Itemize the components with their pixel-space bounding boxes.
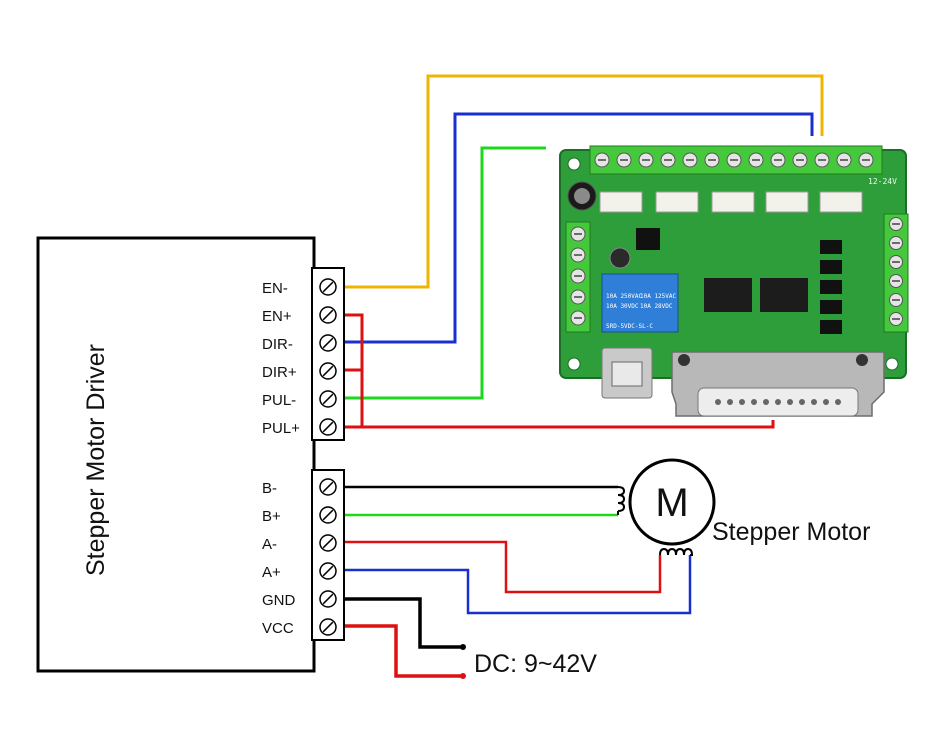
- right-terminal-screws: [889, 217, 903, 326]
- power-terminal-label: A+: [262, 564, 281, 581]
- relay-marking: SRD-5VDC-SL-C: [606, 323, 653, 330]
- opto-4: [820, 300, 842, 314]
- db25-pin: [775, 399, 781, 405]
- db25-pin: [811, 399, 817, 405]
- relay-marking: 10A 250VAC: [606, 293, 643, 300]
- db25-pins: [715, 399, 841, 405]
- small-capacitor: [609, 247, 631, 269]
- power-terminal-label: B+: [262, 508, 281, 525]
- power-terminal-screw-2-slot: [322, 537, 334, 549]
- power-terminal-label: VCC: [262, 620, 294, 637]
- stepper-driver: Stepper Motor Driver EN- EN+ DIR- DIR+ PUL- P…: [36, 236, 345, 673]
- power-terminal-label: A-: [262, 536, 277, 553]
- power-terminal-label: GND: [262, 592, 296, 609]
- motor-symbol: M: [655, 481, 688, 525]
- ic-chip-1: [704, 278, 752, 312]
- axis-connector-5: [819, 191, 863, 213]
- gnd-terminal-dot: [460, 644, 466, 650]
- stepper-motor: M Stepper Motor: [628, 458, 870, 546]
- wire-vcc: [345, 624, 463, 678]
- wire-a-plus: [345, 555, 692, 615]
- power-label: DC: 9~42V: [474, 650, 597, 678]
- signal-terminal-screw-4-slot: [322, 393, 334, 405]
- db25-screw-left: [678, 354, 690, 366]
- optocouplers: [820, 240, 842, 334]
- wire-en-minus: [345, 74, 824, 289]
- signal-terminal-label: PUL-: [262, 392, 296, 409]
- wire-a-minus: [345, 540, 662, 594]
- wire-gnd: [345, 597, 463, 649]
- signal-terminal-label: EN-: [262, 280, 288, 297]
- opto-3: [820, 280, 842, 294]
- opto-5: [820, 320, 842, 334]
- axis-connector-3: [711, 191, 755, 213]
- db25-pin: [739, 399, 745, 405]
- db25-pin: [799, 399, 805, 405]
- driver-title: Stepper Motor Driver: [82, 344, 110, 576]
- driver-body: [36, 236, 316, 673]
- signal-terminal-label: EN+: [262, 308, 292, 325]
- power-screws: [319, 478, 337, 636]
- usb-port: [611, 361, 643, 387]
- power-terminal-screw-4-slot: [322, 593, 334, 605]
- relay: [601, 273, 679, 333]
- power-labels: B- B+ A- A+ GND VCC: [262, 480, 296, 637]
- db25-pin: [751, 399, 757, 405]
- power-terminal-screw-5-slot: [322, 621, 334, 633]
- signal-terminal-screw-5-slot: [322, 421, 334, 433]
- db25-pin: [787, 399, 793, 405]
- signal-terminal-label: DIR+: [262, 364, 297, 381]
- signal-terminal-screw-0-slot: [322, 281, 334, 293]
- coil-a: [659, 547, 694, 556]
- signal-terminal-screw-3-slot: [322, 365, 334, 377]
- mount-hole-tl: [567, 157, 581, 171]
- signal-screws: [319, 278, 337, 436]
- coil-b: [617, 486, 626, 515]
- top-terminal-screws: [594, 152, 874, 168]
- opto-2: [820, 260, 842, 274]
- db25-pin: [715, 399, 721, 405]
- axis-connectors: [599, 191, 863, 213]
- wire-dir-minus: [345, 112, 814, 344]
- db25-pin: [763, 399, 769, 405]
- signal-terminal-label: DIR-: [262, 336, 293, 353]
- power-terminal-label: B-: [262, 480, 277, 497]
- wire-pul-minus: [345, 146, 546, 400]
- mount-hole-br: [885, 357, 899, 371]
- power-terminal-screw-3-slot: [322, 565, 334, 577]
- db25-pin: [823, 399, 829, 405]
- signal-terminal-screw-2-slot: [322, 337, 334, 349]
- relay-marking: 10A 30VDC: [606, 303, 639, 310]
- mount-hole-bl: [567, 357, 581, 371]
- relay-marking: 10A 125VAC: [640, 293, 677, 300]
- power-terminal-screw-1-slot: [322, 509, 334, 521]
- signal-terminal-label: PUL+: [262, 420, 300, 437]
- power-terminal-block: [311, 469, 345, 641]
- relay-marking: 10A 28VDC: [640, 303, 673, 310]
- signal-terminal-block: [311, 267, 345, 441]
- motor-circle: [628, 458, 716, 546]
- signal-terminal-screw-1-slot: [322, 309, 334, 321]
- voltage-silkscreen: 12-24V: [868, 177, 897, 186]
- power-terminal-screw-0-slot: [322, 481, 334, 493]
- motor-coils: [617, 486, 694, 556]
- axis-connector-2: [655, 191, 699, 213]
- db25-pin: [835, 399, 841, 405]
- left-terminal-screws: [570, 226, 586, 326]
- axis-connector-4: [765, 191, 809, 213]
- axis-connector-1: [599, 191, 643, 213]
- ic-chip-2: [760, 278, 808, 312]
- regulator: [636, 228, 660, 250]
- opto-1: [820, 240, 842, 254]
- capacitor-top: [574, 188, 590, 204]
- signal-labels: EN- EN+ DIR- DIR+ PUL- PUL+: [262, 280, 300, 437]
- wires: [345, 74, 824, 678]
- db25-screw-right: [856, 354, 868, 366]
- db25-pin: [727, 399, 733, 405]
- vcc-terminal-dot: [460, 673, 466, 679]
- motor-label: Stepper Motor: [712, 518, 870, 546]
